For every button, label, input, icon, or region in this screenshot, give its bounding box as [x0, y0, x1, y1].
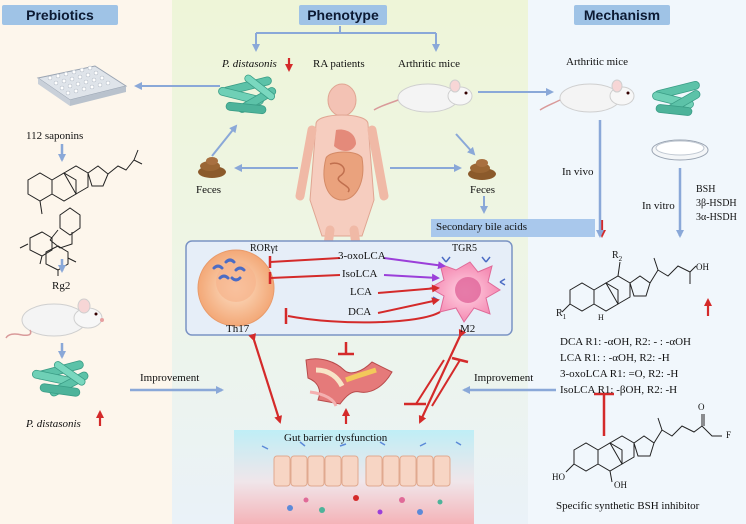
label-rg2: Rg2	[52, 280, 71, 292]
bacteria-icon-right	[652, 81, 701, 116]
definition-4: IsoLCA R1: -βOH, R2: -H	[560, 384, 678, 396]
arrow-m2-gut	[418, 328, 467, 424]
label-oh: OH	[696, 262, 709, 272]
mouse-icon-right	[539, 79, 635, 113]
label-bacteria-left: P. distasonis	[26, 418, 81, 430]
label-bile-acid-3: LCA	[350, 286, 372, 298]
label-bile-acid-1: 3-oxoLCA	[338, 250, 386, 262]
header-mechanism: Mechanism	[574, 5, 670, 25]
label-in-vitro: In vitro	[642, 200, 675, 212]
bile-acid-arrows	[268, 256, 446, 324]
label-improvement-right: Improvement	[474, 372, 534, 384]
arrow-mice-to-feces	[455, 133, 476, 156]
mechanism-panel	[528, 0, 746, 524]
label-inhibitor-ho: HO	[552, 472, 565, 482]
label-arthritic-mice-right: Arthritic mice	[566, 56, 629, 68]
label-feces-right: Feces	[470, 184, 496, 196]
label-enzyme-1: BSH	[696, 184, 716, 195]
label-arthritic-mice-mid: Arthritic mice	[398, 58, 461, 70]
feces-icon-left	[198, 157, 226, 178]
th17-cell-icon	[197, 249, 275, 327]
bacteria-icon-mid	[218, 74, 277, 115]
definition-3: 3-oxoLCA R1: =O, R2: -H	[560, 368, 679, 380]
well-plate-icon	[36, 65, 128, 106]
bacteria-icon-left	[31, 360, 89, 397]
petri-dish-icon	[651, 139, 709, 161]
inhibitor-structure	[565, 414, 722, 483]
label-roryt: RORγt	[250, 243, 278, 254]
inhibition-bar-2	[451, 356, 469, 364]
definition-1: DCA R1: -αOH, R2: - : -αOH	[560, 336, 692, 348]
joint-icon	[305, 358, 393, 407]
label-gut-barrier: Gut barrier dysfunction	[284, 432, 388, 444]
label-in-vivo: In vivo	[562, 166, 594, 178]
label-m2: M2	[460, 323, 476, 335]
definition-2: LCA R1: : -αOH, R2: -H	[560, 352, 670, 364]
inhibition-line-2	[431, 359, 461, 407]
phenotype-bracket	[256, 26, 436, 34]
bile-acid-structure	[561, 257, 697, 313]
label-r1: R1	[556, 308, 567, 321]
label-tgr5: TGR5	[452, 243, 477, 254]
label-h: H	[598, 313, 604, 322]
header-phenotype: Phenotype	[299, 5, 387, 25]
label-improvement-left: Improvement	[140, 372, 200, 384]
saponin-structure-icon	[19, 149, 143, 276]
m2-macrophage-icon	[428, 256, 506, 323]
arrow-feces-to-bacteria	[211, 124, 238, 157]
label-bile-acid-4: DCA	[348, 306, 372, 318]
mouse-icon-left	[5, 298, 104, 339]
label-enzyme-3: 3α-HSDH	[696, 212, 737, 223]
label-inhibitor-o: O	[698, 402, 705, 412]
human-body-icon	[295, 83, 389, 250]
label-ra-patients: RA patients	[313, 58, 365, 70]
label-saponins: 112 saponins	[26, 130, 84, 142]
gut-particles	[261, 441, 462, 515]
label-inhibitor-f: F	[726, 430, 732, 440]
feces-icon-right	[468, 159, 496, 180]
label-secondary-bile-acids: Secondary bile acids	[436, 221, 528, 233]
label-th17: Th17	[226, 323, 250, 335]
secondary-bile-acids-box	[431, 219, 595, 237]
label-r2: R2	[612, 250, 623, 263]
label-inhibitor: Specific synthetic BSH inhibitor	[556, 500, 700, 512]
label-feces-left: Feces	[196, 184, 222, 196]
label-p-distasonis: P. distasonis	[222, 58, 277, 70]
gut-villi	[273, 455, 451, 487]
header-prebiotics: Prebiotics	[2, 5, 118, 25]
mouse-icon-mid	[373, 79, 473, 113]
label-enzyme-2: 3β-HSDH	[696, 198, 737, 209]
arrow-th17-gut	[248, 333, 282, 424]
label-bile-acid-2: IsoLCA	[342, 268, 378, 280]
inhibition-line-1	[415, 359, 445, 405]
label-inhibitor-oh: OH	[614, 480, 627, 490]
